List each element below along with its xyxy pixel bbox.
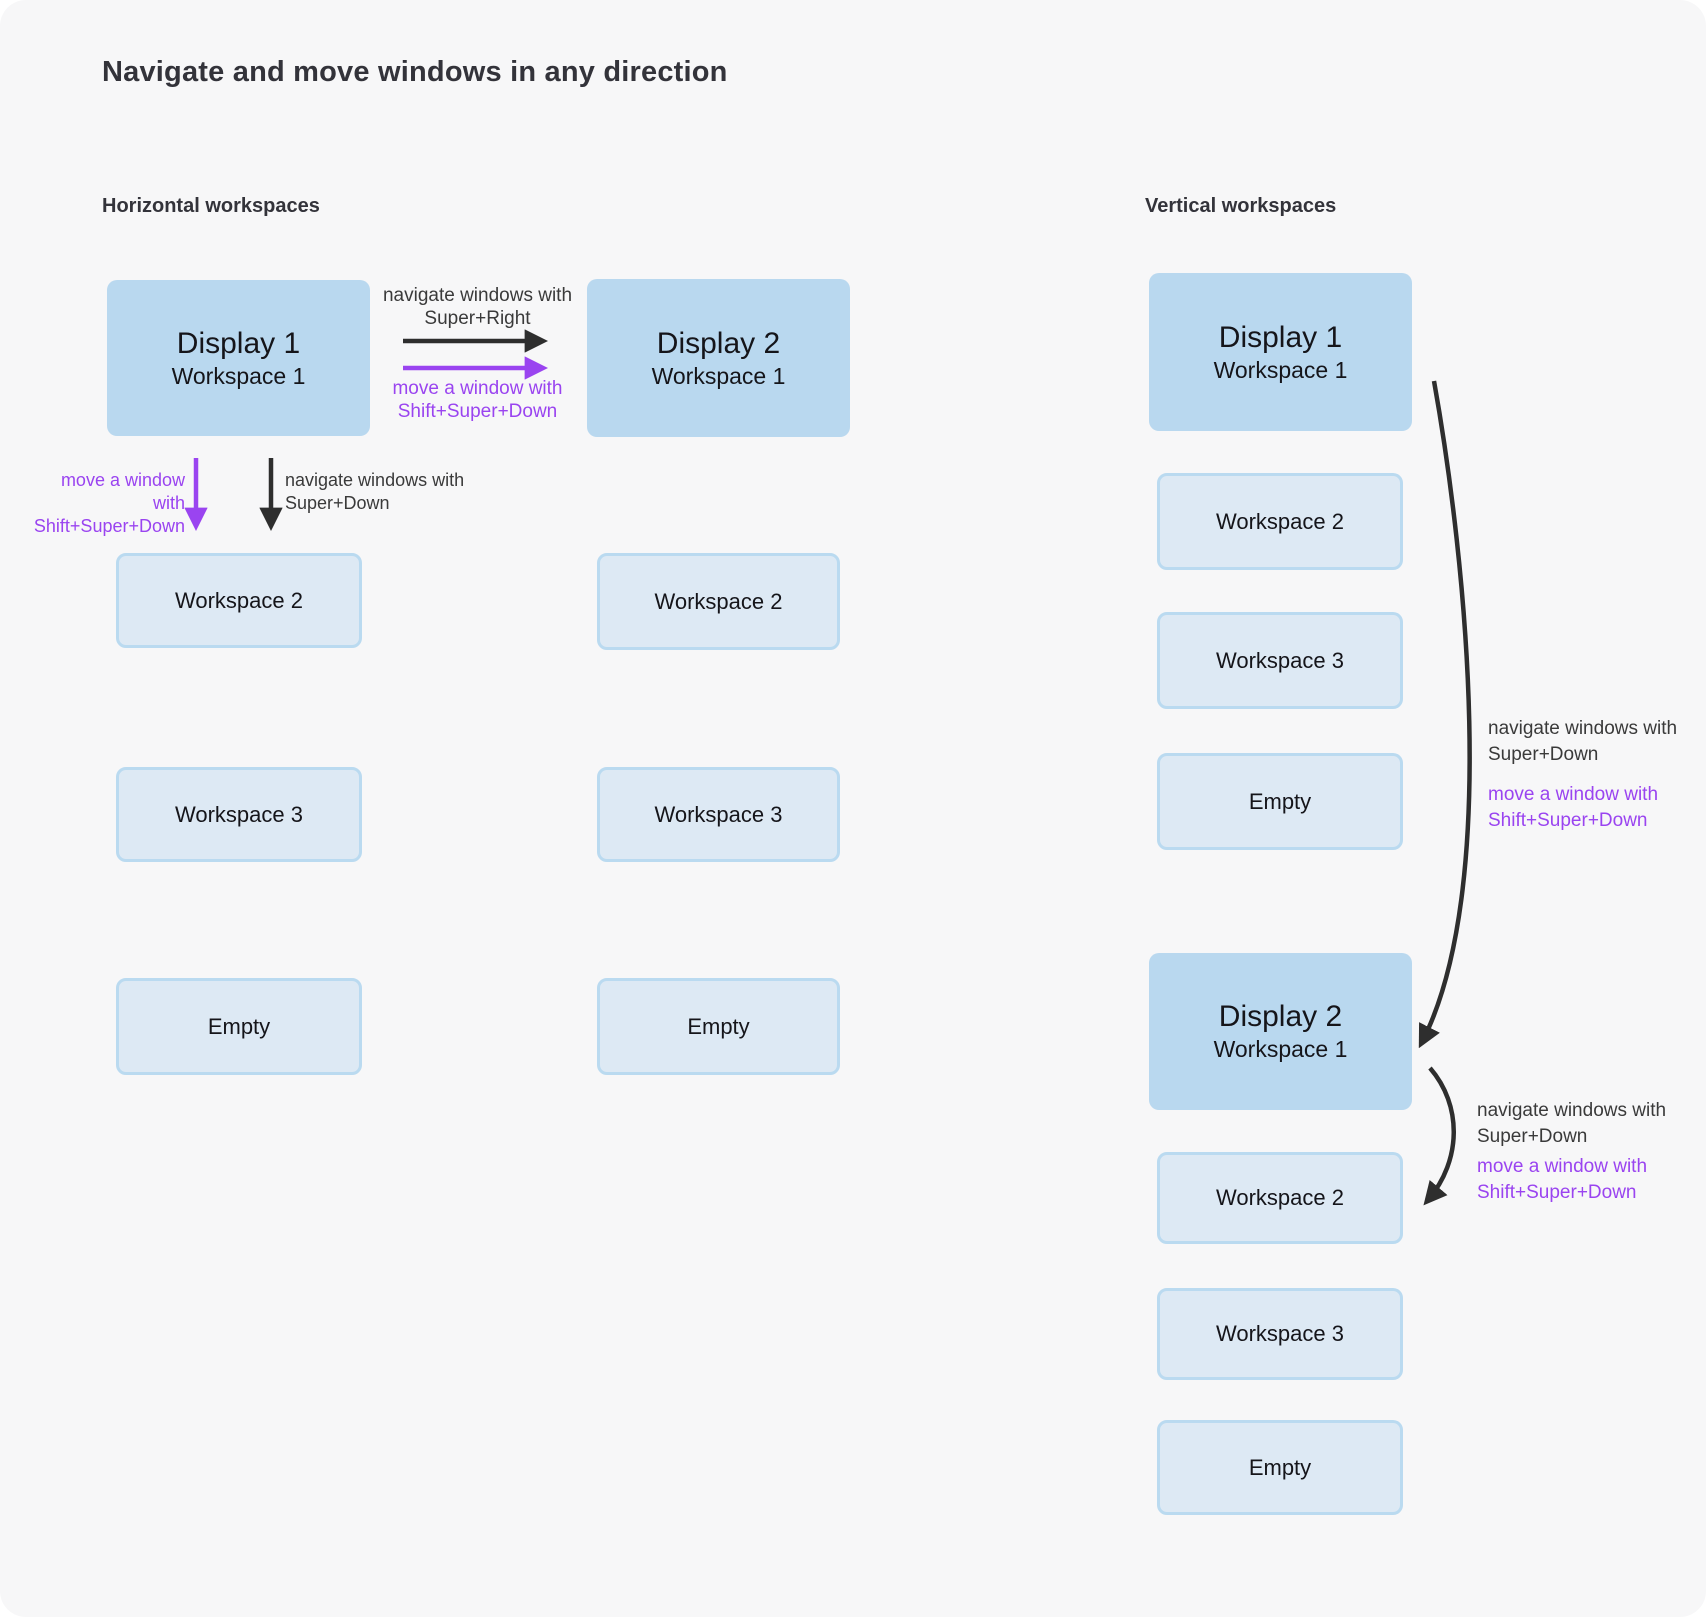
display-subtitle: Workspace 1 [1213, 1036, 1348, 1063]
arrow-display1-to-display2-icon [1418, 380, 1472, 1049]
display-title: Display 2 [1218, 1000, 1343, 1034]
display-subtitle: Workspace 1 [651, 362, 786, 389]
label-v1-move-down: move a window with Shift+Super+Down [1488, 782, 1688, 834]
workspace-label: Workspace 2 [654, 588, 783, 614]
label-line-2: Shift+Super+Down [33, 516, 185, 536]
workspace-box-v1-empty: Empty [1157, 753, 1403, 850]
label-line-1: move a window with [1488, 784, 1659, 805]
label-line-1: navigate windows with [285, 470, 465, 490]
workspace-label: Workspace 2 [175, 587, 303, 613]
workspace-label: Workspace 3 [1216, 1321, 1344, 1346]
display-title: Display 1 [176, 326, 301, 360]
workspace-box-h2-ws2: Workspace 2 [597, 553, 840, 650]
arrow-display2-to-workspace2-icon [1423, 1066, 1456, 1206]
label-navigate-down: navigate windows with Super+Down [285, 469, 495, 515]
label-line-2: Super+Down [1477, 1126, 1588, 1147]
workspace-label: Empty [1248, 1454, 1312, 1480]
label-line-2: Shift+Super+Down [397, 401, 558, 422]
workspace-box-h1-ws3: Workspace 3 [116, 767, 362, 862]
label-line-1: move a window with [392, 378, 563, 399]
label-v1-navigate-down: navigate windows with Super+Down [1488, 716, 1688, 768]
workspace-label: Workspace 3 [654, 801, 783, 827]
workspace-box-h1-empty: Empty [116, 978, 362, 1075]
display-subtitle: Workspace 1 [171, 362, 306, 389]
workspace-label: Workspace 3 [1216, 647, 1344, 673]
page-title: Navigate and move windows in any directi… [102, 56, 728, 88]
label-line-1: navigate windows with [382, 285, 573, 306]
label-line-1: navigate windows with [1488, 718, 1678, 739]
display-box-horizontal-display2: Display 2 Workspace 1 [587, 279, 850, 437]
display-subtitle: Workspace 1 [1213, 356, 1348, 383]
workspace-box-h1-ws2: Workspace 2 [116, 553, 362, 648]
display-box-horizontal-display1: Display 1 Workspace 1 [107, 280, 370, 436]
label-navigate-right: navigate windows with Super+Right [370, 284, 585, 330]
workspace-label: Empty [207, 1013, 271, 1039]
workspace-label: Workspace 2 [1216, 508, 1344, 534]
workspace-box-v2-empty: Empty [1157, 1420, 1403, 1515]
label-line-2: Super+Right [424, 308, 531, 329]
label-line-1: move a window with [1477, 1156, 1648, 1177]
section-heading-vertical: Vertical workspaces [1145, 195, 1337, 217]
label-line-2: Shift+Super+Down [1488, 810, 1648, 831]
workspace-label: Empty [687, 1013, 750, 1039]
workspace-box-h2-empty: Empty [597, 978, 840, 1075]
label-v2-navigate-down: navigate windows with Super+Down [1477, 1098, 1677, 1150]
label-v2-move-down: move a window with Shift+Super+Down [1477, 1154, 1677, 1206]
workspace-label: Workspace 3 [175, 801, 303, 827]
display-title: Display 2 [656, 326, 781, 360]
label-line-1: move a window with [60, 470, 185, 513]
workspace-box-v2-ws2: Workspace 2 [1157, 1152, 1403, 1244]
label-move-right: move a window with Shift+Super+Down [370, 377, 585, 423]
label-move-down: move a window with Shift+Super+Down [28, 469, 185, 538]
display-box-vertical-display2: Display 2 Workspace 1 [1149, 953, 1412, 1110]
label-line-1: navigate windows with [1477, 1100, 1667, 1121]
section-heading-horizontal: Horizontal workspaces [102, 195, 320, 217]
display-box-vertical-display1: Display 1 Workspace 1 [1149, 273, 1412, 431]
label-line-2: Super+Down [1488, 744, 1599, 765]
display-title: Display 1 [1218, 320, 1343, 354]
workspace-box-h2-ws3: Workspace 3 [597, 767, 840, 862]
workspace-label: Empty [1248, 788, 1312, 814]
workspace-box-v1-ws3: Workspace 3 [1157, 612, 1403, 709]
workspace-box-v2-ws3: Workspace 3 [1157, 1288, 1403, 1380]
workspace-label: Workspace 2 [1216, 1185, 1344, 1210]
label-line-2: Super+Down [285, 493, 390, 513]
label-line-2: Shift+Super+Down [1477, 1182, 1637, 1203]
workspace-box-v1-ws2: Workspace 2 [1157, 473, 1403, 570]
